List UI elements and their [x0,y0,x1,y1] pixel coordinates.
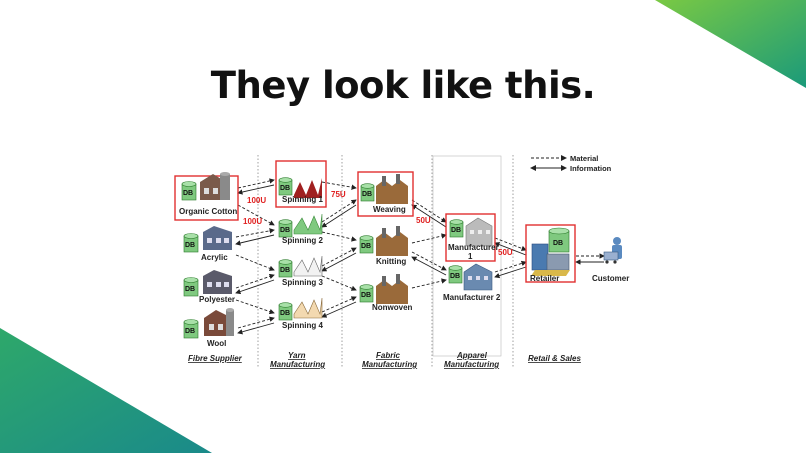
label-acrylic: Acrylic [201,253,228,262]
svg-text:DB: DB [280,267,290,274]
db-icon: DB [278,177,293,196]
qty-label-4: 50U [416,216,431,225]
db-icon: DB [278,259,293,278]
db-icon: DB [278,219,293,238]
flow-arrows [235,178,605,335]
qty-label-1: 100U [247,196,266,205]
legend: Material Information [530,154,612,173]
node-spinning-1: DB Spinning 1 [275,160,327,208]
stage-yarn-manufacturing: Manufacturing [270,360,325,369]
svg-text:DB: DB [185,286,195,293]
db-icon: DB [449,219,464,238]
label-spinning-1: Spinning 1 [282,195,323,204]
label-nonwoven: Nonwoven [372,303,413,312]
db-icon: DB [359,284,374,303]
stage-apparel: Apparel [456,351,488,360]
stage-fibre-supplier: Fibre Supplier [188,354,243,363]
node-retailer: DB Retailer [525,224,576,283]
node-polyester: DB Polyester [183,270,235,304]
stage-separators [257,155,514,368]
stage-retail-sales: Retail & Sales [528,354,581,363]
db-icon: DB [359,235,374,254]
svg-text:DB: DB [553,240,563,247]
customer-icon [603,237,622,264]
svg-text:DB: DB [280,227,290,234]
svg-text:DB: DB [450,273,460,280]
node-customer: Customer [592,237,629,283]
svg-text:DB: DB [361,292,371,299]
stage-apparel-manufacturing: Manufacturing [444,360,499,369]
label-polyester: Polyester [199,295,235,304]
node-manufacturer-2: DB Manufacturer 2 [443,263,501,302]
svg-text:DB: DB [280,310,290,317]
node-knitting: DB Knitting [359,226,408,266]
svg-text:DB: DB [185,242,195,249]
qty-label-5: 50U [498,248,513,257]
db-icon: DB [278,302,293,321]
node-spinning-4: DB Spinning 4 [278,297,323,330]
node-wool: DB Wool [183,308,234,348]
db-icon: DB [181,181,197,201]
node-spinning-3: DB Spinning 3 [278,255,323,287]
svg-text:DB: DB [183,190,193,197]
node-manufacturer-1: DB Manufacturer 1 [445,213,499,262]
svg-text:DB: DB [451,227,461,234]
label-spinning-4: Spinning 4 [282,321,323,330]
stage-yarn: Yarn [288,351,306,360]
label-customer: Customer [592,274,629,283]
top-right-triangle [655,0,806,88]
db-icon: DB [183,319,199,339]
label-manufacturer-2: Manufacturer 2 [443,293,501,302]
label-manufacturer-1-num: 1 [468,252,473,261]
label-manufacturer-1: Manufacturer [448,243,499,252]
qty-label-3: 75U [331,190,346,199]
db-icon: DB [360,183,375,202]
apparel-stage-box [432,155,502,357]
node-organic-cotton: DB Organic Cotton [174,172,239,221]
legend-material: Material [570,154,598,163]
qty-label-2: 100U [243,217,262,226]
label-spinning-3: Spinning 3 [282,278,323,287]
node-acrylic: DB Acrylic [183,226,232,262]
label-organic-cotton: Organic Cotton [179,207,237,216]
svg-text:DB: DB [280,185,290,192]
db-icon: DB [183,233,199,253]
slide-title: They look like this. [210,64,596,107]
label-retailer: Retailer [530,274,559,283]
label-spinning-2: Spinning 2 [282,236,323,245]
stage-fabric: Fabric [376,351,401,360]
svg-text:DB: DB [185,328,195,335]
label-wool: Wool [207,339,226,348]
svg-text:DB: DB [362,191,372,198]
bottom-left-triangle [0,328,212,453]
stage-fabric-manufacturing: Manufacturing [362,360,417,369]
label-weaving: Weaving [373,205,406,214]
svg-text:DB: DB [361,243,371,250]
db-icon: DB [548,227,570,253]
node-spinning-2: DB Spinning 2 [278,213,323,245]
db-icon: DB [183,277,199,297]
node-nonwoven: DB Nonwoven [359,274,413,312]
node-weaving: DB Weaving [357,171,414,217]
label-knitting: Knitting [376,257,406,266]
legend-information: Information [570,164,612,173]
db-icon: DB [448,265,463,284]
